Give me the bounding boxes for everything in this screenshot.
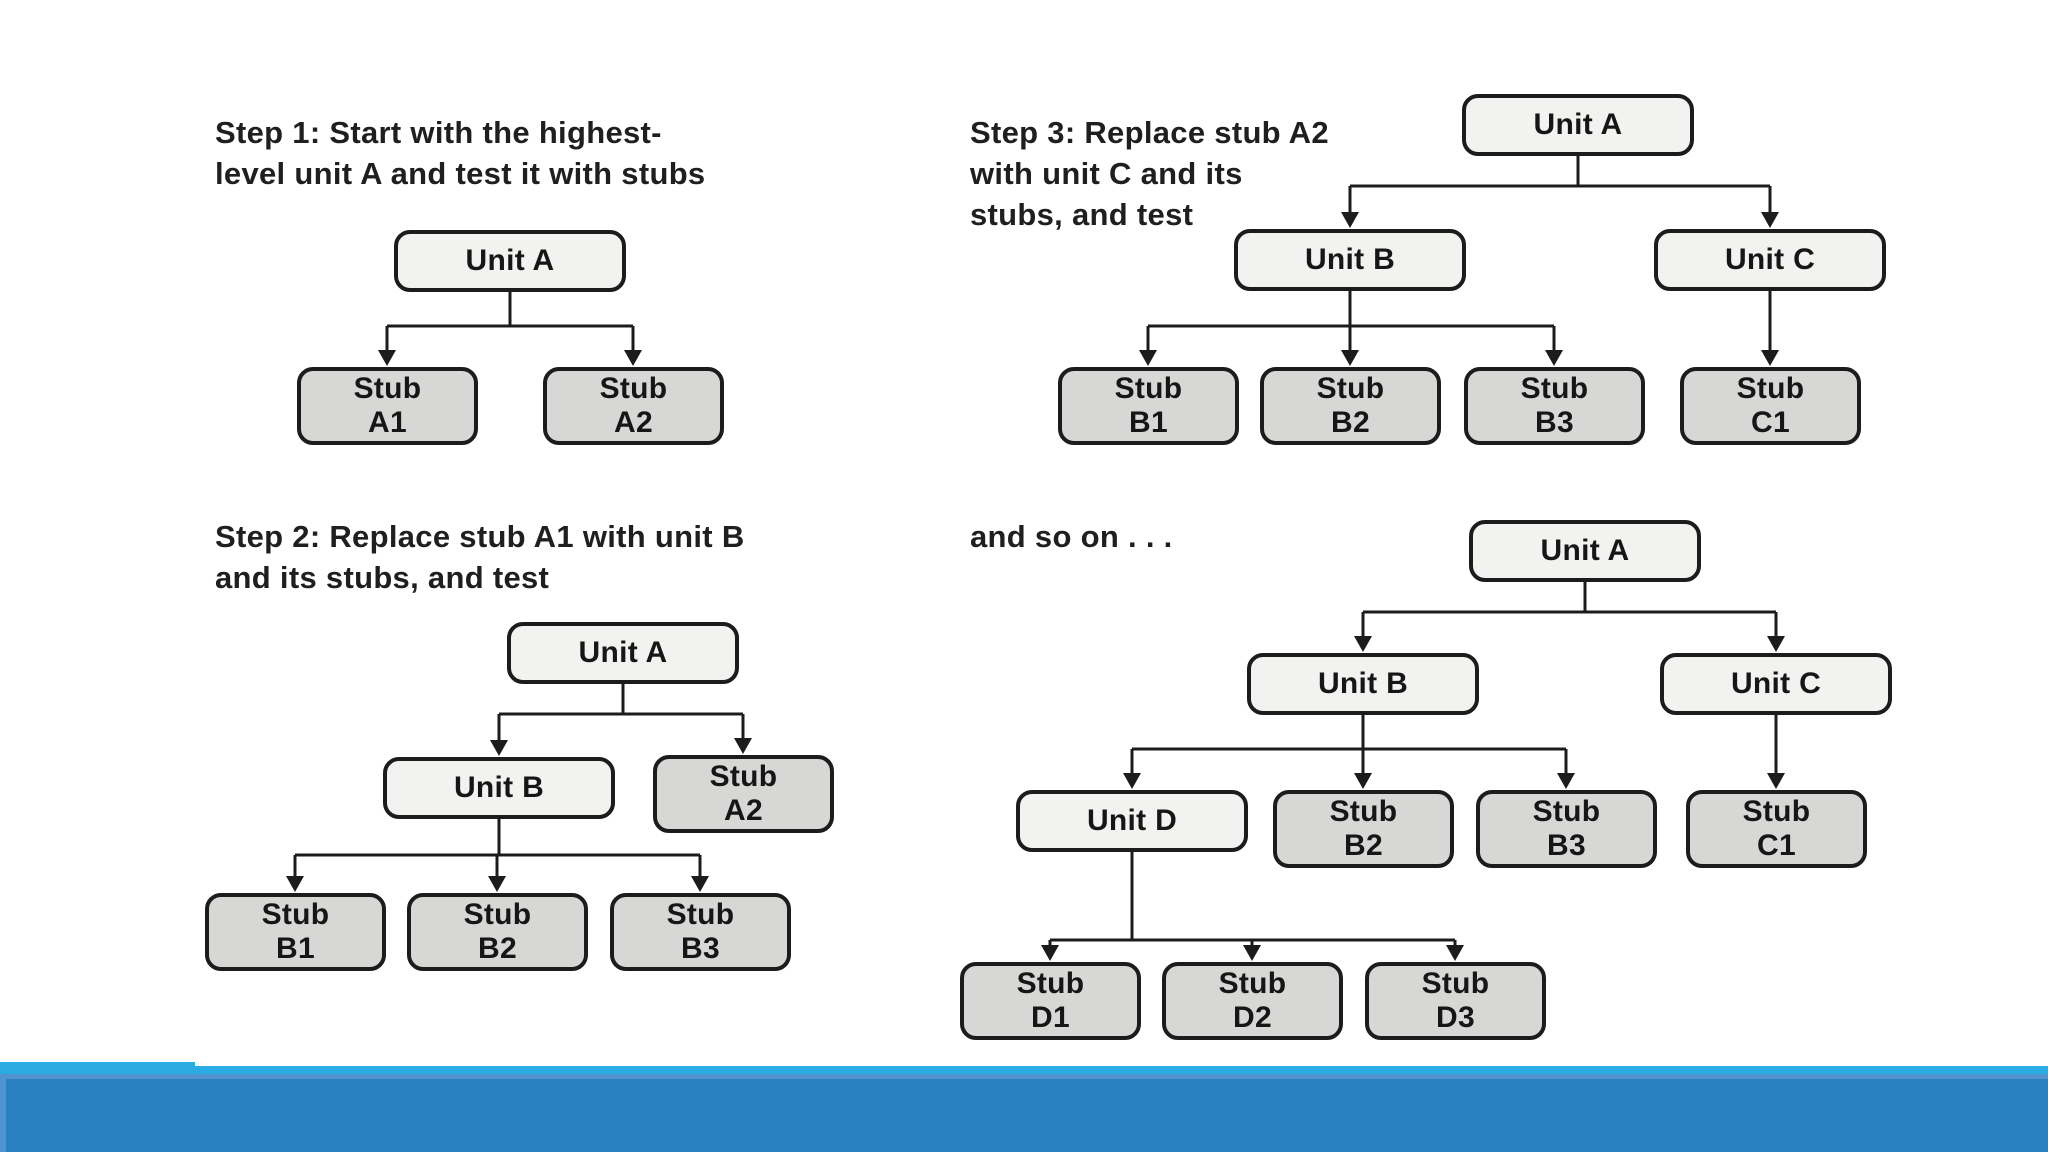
node-step2-stub-b3: Stub B3 [610, 893, 791, 971]
connector-step2 [293, 684, 745, 877]
node-step3-stub-b3: Stub B3 [1464, 367, 1645, 445]
node-step4-stub-b2: Stub B2 [1273, 790, 1454, 868]
node-step4-stub-c1: Stub C1 [1686, 790, 1867, 868]
node-step1-unit-a: Unit A [394, 230, 626, 292]
connector-step4 [1048, 582, 1778, 946]
node-step3-stub-b1: Stub B1 [1058, 367, 1239, 445]
node-step4-unit-a: Unit A [1469, 520, 1701, 582]
arrowheads [286, 212, 1785, 961]
connector-step1 [385, 292, 635, 351]
node-step4-stub-b3: Stub B3 [1476, 790, 1657, 868]
bottom-bar-main [0, 1079, 2048, 1152]
node-step2-stub-b2: Stub B2 [407, 893, 588, 971]
node-step1-stub-a1: Stub A1 [297, 367, 478, 445]
node-step3-unit-b: Unit B [1234, 229, 1466, 291]
caption-step3: Step 3: Replace stub A2 with unit C and … [970, 115, 1329, 232]
node-step3-unit-a: Unit A [1462, 94, 1694, 156]
node-step2-unit-a: Unit A [507, 622, 739, 684]
node-step2-stub-b1: Stub B1 [205, 893, 386, 971]
node-step1-stub-a2: Stub A2 [543, 367, 724, 445]
node-step4-unit-d: Unit D [1016, 790, 1248, 852]
node-step4-unit-b: Unit B [1247, 653, 1479, 715]
node-step4-stub-d1: Stub D1 [960, 962, 1141, 1040]
node-step4-unit-c: Unit C [1660, 653, 1892, 715]
bottom-bar-left-accent [0, 1079, 6, 1152]
node-step4-stub-d2: Stub D2 [1162, 962, 1343, 1040]
node-step3-unit-c: Unit C [1654, 229, 1886, 291]
caption-step1: Step 1: Start with the highest- level un… [215, 115, 706, 191]
node-step4-stub-d3: Stub D3 [1365, 962, 1546, 1040]
connector-step3 [1146, 156, 1772, 351]
bottom-bar-mid-line [0, 1074, 2048, 1079]
node-step2-stub-a2: Stub A2 [653, 755, 834, 833]
caption-and-so-on: and so on . . . [970, 519, 1173, 554]
node-step3-stub-c1: Stub C1 [1680, 367, 1861, 445]
node-step3-stub-b2: Stub B2 [1260, 367, 1441, 445]
bottom-bar-light-strip [0, 1066, 2048, 1074]
node-step2-unit-b: Unit B [383, 757, 615, 819]
caption-step2: Step 2: Replace stub A1 with unit B and … [215, 519, 745, 595]
